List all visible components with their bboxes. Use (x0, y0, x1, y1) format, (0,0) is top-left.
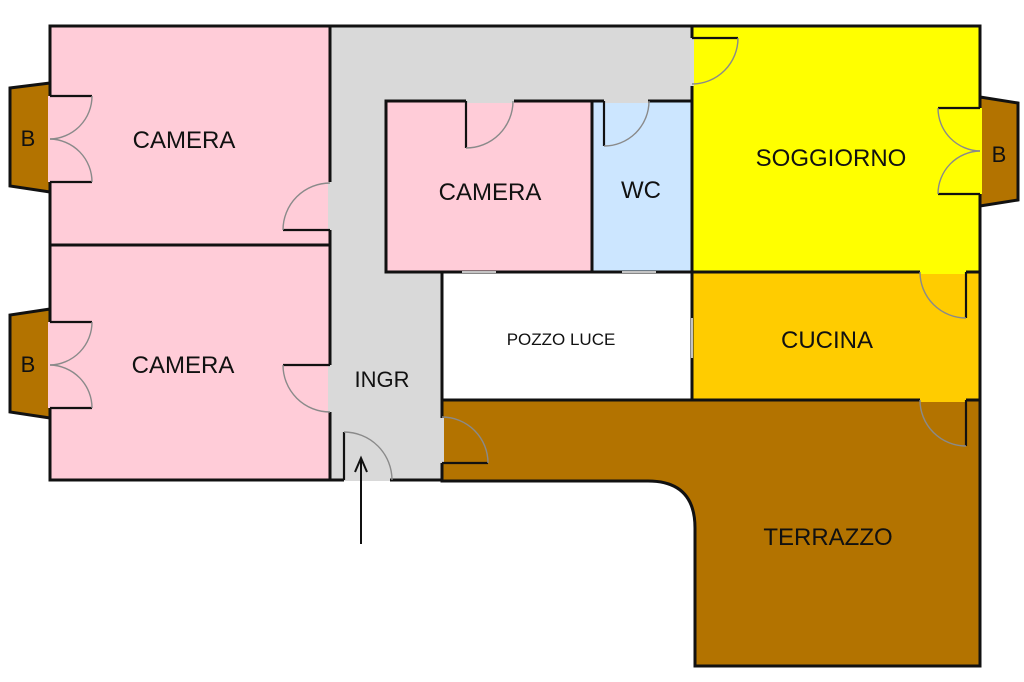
double-door-right (937, 106, 981, 196)
double-door-left-bottom (49, 320, 93, 410)
label-balcony-right: B (992, 142, 1007, 167)
label-ingr: INGR (355, 367, 410, 392)
door-camera-top-left (282, 182, 331, 232)
room-terrazzo (440, 398, 982, 668)
label-camera-bottom-left: CAMERA (132, 352, 235, 379)
door-soggiorno (691, 36, 739, 85)
label-cucina: CUCINA (781, 327, 873, 354)
label-terrazzo: TERRAZZO (763, 524, 892, 551)
door-cucina (919, 271, 968, 319)
door-cucina-terrazzo (919, 399, 968, 447)
label-wc: WC (621, 177, 661, 204)
door-wc (602, 100, 650, 147)
entrance-arrow (354, 455, 368, 544)
label-balcony-left-top: B (21, 126, 36, 151)
label-balcony-left-bottom: B (21, 352, 36, 377)
label-soggiorno: SOGGIORNO (756, 145, 907, 172)
door-camera-bottom-left (282, 363, 331, 413)
room-cucina (690, 270, 982, 402)
room-camera-bottom-left (48, 243, 332, 482)
door-entrance (342, 431, 393, 481)
window-slits (462, 271, 693, 358)
label-camera-top-left: CAMERA (133, 127, 236, 154)
label-pozzo-luce: POZZO LUCE (507, 330, 616, 349)
label-camera-center: CAMERA (439, 179, 542, 206)
corridor-area (330, 26, 692, 481)
door-terrazzo-ingr (441, 416, 489, 465)
double-door-left-top (49, 94, 93, 184)
room-pozzo-luce (440, 270, 694, 402)
room-camera-top-left (48, 24, 332, 247)
door-camera-center (464, 100, 514, 149)
